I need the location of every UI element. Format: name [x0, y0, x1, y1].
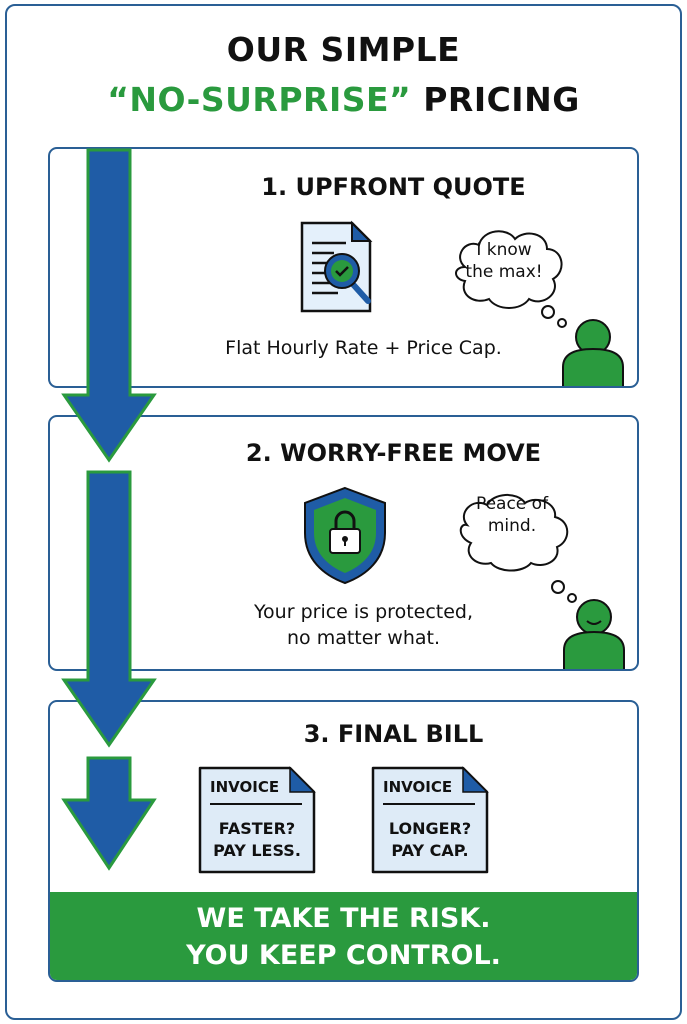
invoice-text: LONGER? PAY CAP.: [371, 818, 489, 862]
shield-lock-icon: [304, 486, 386, 585]
down-arrow-icon: [61, 470, 157, 748]
step-1-caption: Flat Hourly Rate + Price Cap.: [225, 337, 502, 359]
outer-frame: [5, 4, 682, 1020]
down-arrow-icon: [61, 148, 157, 463]
title-line-2: “NO-SURPRISE” PRICING: [0, 80, 687, 119]
invoice-document-icon: [198, 766, 316, 874]
thought-line: the max!: [465, 262, 543, 282]
invoice-card: INVOICE FASTER? PAY LESS.: [198, 766, 316, 876]
invoice-label: INVOICE: [383, 778, 453, 796]
invoice-document-icon: [371, 766, 489, 874]
down-arrow-icon: [61, 756, 157, 871]
invoice-line: LONGER?: [388, 819, 472, 838]
invoice-text: FASTER? PAY LESS.: [198, 818, 316, 862]
step-3-heading: 3. FINAL BILL: [303, 720, 484, 748]
invoice-card: INVOICE LONGER? PAY CAP.: [371, 766, 489, 876]
caption-line: Your price is protected,: [253, 601, 474, 623]
thought-line: mind.: [487, 516, 537, 536]
title-rest: PRICING: [423, 80, 580, 119]
step-2-caption: Your price is protected, no matter what.: [50, 599, 637, 651]
step-1-card: 1. UPFRONT QUOTE Flat Hourly Rate + Pric…: [48, 147, 639, 388]
title-highlight: “NO-SURPRISE”: [107, 80, 412, 119]
closing-banner: WE TAKE THE RISK. YOU KEEP CONTROL.: [50, 892, 637, 980]
thought-line: I know: [476, 240, 532, 260]
invoice-line: FASTER?: [218, 819, 296, 838]
step-2-card: 2. WORRY-FREE MOVE Your price is protect…: [48, 415, 639, 671]
thought-person-icon: [459, 494, 625, 669]
step-1-heading: 1. UPFRONT QUOTE: [261, 173, 526, 201]
invoice-label: INVOICE: [210, 778, 280, 796]
document-magnifier-check-icon: [300, 220, 373, 313]
thought-line: Peace of: [475, 494, 549, 514]
thought-person-icon: [455, 230, 624, 386]
caption-line: no matter what.: [286, 627, 440, 649]
step-3-card: 3. FINAL BILL INVOICE FASTER? PAY LESS. I…: [48, 700, 639, 982]
banner-line: WE TAKE THE RISK.: [196, 903, 491, 934]
title-line-1: OUR SIMPLE: [226, 30, 461, 69]
invoice-line: PAY LESS.: [213, 841, 301, 860]
banner-line: YOU KEEP CONTROL.: [186, 940, 501, 971]
step-2-heading: 2. WORRY-FREE MOVE: [245, 439, 542, 467]
invoice-line: PAY CAP.: [391, 841, 469, 860]
